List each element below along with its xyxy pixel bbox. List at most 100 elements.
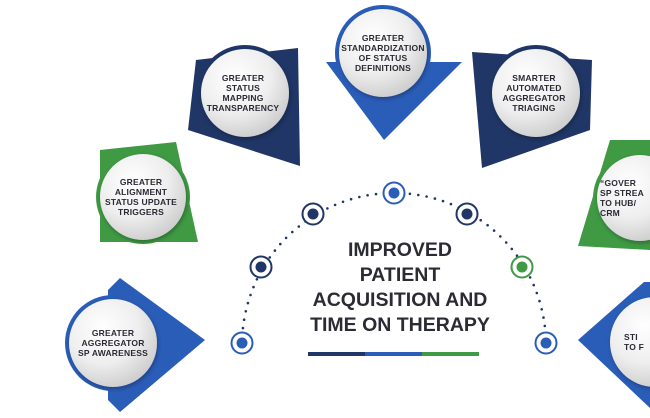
node-circle: [610, 297, 650, 387]
arc-dot-small: [249, 293, 252, 297]
center-title-line-3: ACQUISITION AND: [312, 289, 488, 311]
arc-dot-small: [326, 207, 329, 210]
arc-dot-small: [284, 236, 288, 240]
arc-dot-small: [358, 195, 361, 199]
node-text-line: STATUS UPDATE: [104, 197, 177, 207]
node-standardization-status-definitions: [326, 5, 462, 140]
arc-dot-small: [532, 283, 535, 287]
node-text-line: GREATER: [221, 73, 265, 83]
node-alignment-status-update-triggers: [96, 142, 198, 244]
title-underline-green: [422, 352, 479, 356]
arc-dot-small: [543, 324, 547, 328]
node-text-line: TRIGGERS: [118, 207, 164, 217]
node-text-line: TO F: [624, 342, 645, 352]
arc-dot-small: [279, 242, 282, 246]
node-text-line: STANDARDIZATION: [341, 43, 425, 53]
node-text-line: TO HUB/: [600, 198, 637, 208]
node-text-line: AGGREGATOR: [81, 338, 145, 348]
title-underline-navy: [308, 352, 365, 356]
node-text-line: OF STATUS: [358, 53, 408, 63]
node-partial-right-node: [578, 282, 650, 408]
node-circle: [492, 49, 580, 137]
arc-dot-small: [242, 318, 246, 322]
arc-dot-small: [486, 223, 489, 227]
node-text-line: “GOVER: [600, 178, 637, 188]
arc-dot-small: [241, 326, 245, 330]
node-circle: [201, 49, 289, 137]
arc-dot-small: [479, 218, 483, 222]
arc-marker-center: [516, 261, 528, 273]
arc-dot-small: [408, 192, 412, 196]
arc-dot-small: [273, 249, 277, 252]
node-aggregator-sp-awareness: [65, 278, 205, 412]
arc-dot-small: [297, 225, 301, 228]
center-title: IMPROVED PATIENT ACQUISITION AND TIME ON…: [285, 238, 515, 338]
arc-dot-small: [246, 301, 250, 305]
node-text-line: GREATER: [119, 177, 163, 187]
node-circle: [339, 9, 427, 97]
arc-dot-small: [441, 199, 445, 203]
arc-dots: [230, 181, 558, 355]
arc-dot-small: [449, 202, 453, 206]
node-text-line: CRM: [600, 208, 620, 218]
arc-dot-small: [510, 247, 514, 251]
arc-dot-small: [535, 291, 539, 295]
node-text-line: STI: [624, 332, 638, 342]
title-underline-blue: [365, 352, 422, 356]
node-text-line: AGGREGATOR: [502, 93, 566, 103]
arc-dot-small: [499, 235, 502, 238]
node-smarter-automated-aggregator-triaging: [472, 45, 592, 168]
node-text-line: SP AWARENESS: [78, 348, 148, 358]
node-text-line: GREATER: [91, 328, 135, 338]
node-text-line: SP STREA: [600, 188, 644, 198]
arc-marker-center: [540, 337, 552, 349]
arc-dot-small: [504, 241, 508, 244]
arc-dot-small: [542, 316, 545, 319]
arc-marker-center: [236, 337, 248, 349]
node-text-line: SMARTER: [512, 73, 556, 83]
node-circle: [69, 299, 157, 387]
node-text-line: DEFINITIONS: [354, 63, 412, 73]
arc-dot-small: [366, 194, 369, 197]
nodes-layer: [65, 5, 650, 412]
node-text-line: MAPPING: [222, 93, 264, 103]
arc-marker-center: [461, 208, 473, 220]
arc-dot-small: [425, 195, 428, 198]
center-title-line-2: PATIENT: [359, 264, 441, 286]
arc-dot-small: [341, 200, 345, 204]
arc-dot-small: [433, 197, 437, 200]
node-text-line: STATUS: [226, 83, 260, 93]
node-text-line: TRANSPARENCY: [206, 103, 280, 113]
arc-dot-small: [538, 299, 541, 303]
arc-dot-small: [252, 285, 255, 289]
arc-dot-small: [255, 278, 259, 281]
arc-dot-small: [528, 276, 532, 279]
arc-dot-small: [333, 203, 337, 207]
arc-dot-small: [268, 256, 272, 259]
node-governance-sp-streams: [578, 140, 650, 250]
node-text-line: TRIAGING: [512, 103, 556, 113]
arc-marker-center: [255, 261, 267, 273]
arc-dot-small: [540, 308, 543, 311]
arc-dot-small: [492, 229, 496, 232]
arc-dot-small: [349, 197, 353, 201]
arc-marker-center: [388, 187, 400, 199]
arc-dot-small: [374, 192, 378, 196]
node-text-line: ALIGNMENT: [114, 187, 168, 197]
arc-dot-small: [244, 310, 248, 313]
center-title-line-1: IMPROVED: [347, 239, 452, 261]
node-text-line: AUTOMATED: [506, 83, 562, 93]
node-text-line: GREATER: [361, 33, 405, 43]
node-circle: [597, 155, 650, 241]
arc-dot-small: [291, 230, 294, 234]
node-status-mapping-transparency: [188, 45, 300, 166]
arc-dot-small: [417, 193, 420, 197]
